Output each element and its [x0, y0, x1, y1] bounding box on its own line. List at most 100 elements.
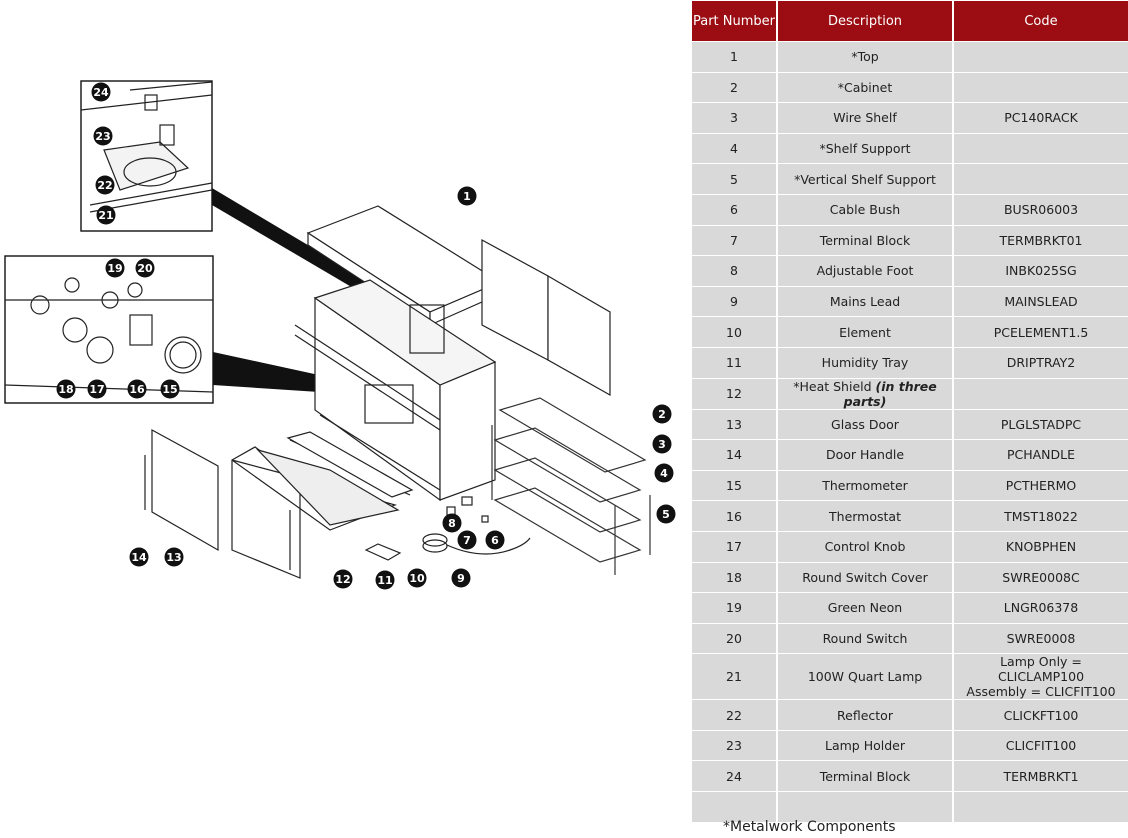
callout-marker — [457, 186, 477, 206]
description-cell: Mains Lead — [778, 286, 952, 317]
description-text: Reflector — [837, 707, 893, 723]
callout-3: 3 — [652, 434, 672, 454]
description-cell: Reflector — [778, 700, 952, 730]
code-text: BUSR06003 — [1003, 202, 1079, 218]
callout-label: 8 — [448, 517, 456, 530]
description-text: Terminal Block — [819, 768, 911, 784]
callout-marker — [407, 568, 427, 588]
callout-label: 6 — [491, 534, 499, 547]
callout-16: 16 — [127, 379, 147, 399]
part-number-cell: 2 — [692, 72, 776, 103]
callout-marker — [654, 463, 674, 483]
description-cell: Thermometer — [778, 470, 952, 501]
code-cell: PCHANDLE — [954, 440, 1128, 470]
part-number-cell: 15 — [692, 470, 776, 501]
callout-label: 1 — [463, 190, 471, 203]
callout-7: 7 — [457, 530, 477, 550]
callout-marker — [333, 569, 353, 589]
callout-label: 7 — [463, 534, 471, 547]
table-row: 23 Lamp Holder CLICFIT100 — [692, 730, 1128, 761]
table-row — [692, 792, 1128, 822]
code-cell — [954, 164, 1128, 194]
part-number-cell: 7 — [692, 225, 776, 256]
code-text: INBK025SG — [1005, 263, 1077, 279]
description-text: Cable Bush — [829, 202, 901, 218]
callout-label: 5 — [662, 508, 670, 521]
callout-18: 18 — [56, 379, 76, 399]
callout-marker — [127, 379, 147, 399]
callout-marker — [87, 379, 107, 399]
code-cell — [954, 792, 1128, 822]
callout-marker — [485, 530, 505, 550]
table-header-row: Part Number Description Code — [692, 1, 1128, 41]
description-text: *Vertical Shelf Support — [794, 171, 936, 187]
callout-12: 12 — [333, 569, 353, 589]
callout-13: 13 — [164, 547, 184, 567]
code-cell: PC140RACK — [954, 103, 1128, 133]
callout-8: 8 — [442, 513, 462, 533]
callout-11: 11 — [375, 570, 395, 590]
callout-label: 9 — [457, 572, 465, 585]
description-text: *Top — [851, 49, 879, 65]
callout-20: 20 — [135, 258, 155, 278]
description-text: Lamp Holder — [825, 738, 905, 754]
callout-marker — [652, 404, 672, 424]
description-cell: Adjustable Foot — [778, 256, 952, 286]
callout-15: 15 — [160, 379, 180, 399]
part-number-cell: 11 — [692, 347, 776, 378]
description-text: Control Knob — [824, 539, 906, 555]
description-cell: *Vertical Shelf Support — [778, 164, 952, 194]
callout-21: 21 — [96, 205, 116, 225]
callout-22: 22 — [95, 175, 115, 195]
callout-2: 2 — [652, 404, 672, 424]
callout-marker — [105, 258, 125, 278]
part-number-cell: 14 — [692, 440, 776, 470]
callout-label: 13 — [166, 551, 181, 564]
code-cell — [954, 133, 1128, 164]
callout-marker — [91, 82, 111, 102]
callout-marker — [457, 530, 477, 550]
code-cell: SWRE0008 — [954, 623, 1128, 654]
code-cell: INBK025SG — [954, 256, 1128, 286]
description-text: Mains Lead — [829, 294, 901, 310]
header-part-number: Part Number — [692, 1, 776, 41]
description-cell: Round Switch — [778, 623, 952, 654]
callout-marker — [129, 547, 149, 567]
description-text: Door Handle — [825, 447, 905, 463]
code-text: DRIPTRAY2 — [1006, 355, 1076, 371]
callout-label: 20 — [137, 262, 153, 275]
callout-marker — [95, 175, 115, 195]
code-cell: CLICKFT100 — [954, 700, 1128, 730]
table-row: 4*Shelf Support — [692, 133, 1128, 164]
callout-marker — [442, 513, 462, 533]
description-cell: *Cabinet — [778, 72, 952, 103]
code-cell: LNGR06378 — [954, 593, 1128, 623]
table-row: 5*Vertical Shelf Support — [692, 164, 1128, 194]
code-text: CLICFIT100 — [1005, 738, 1077, 754]
part-number-cell: 20 — [692, 623, 776, 654]
callout-label: 10 — [409, 572, 425, 585]
description-text: Element — [839, 324, 891, 340]
part-number-cell: 23 — [692, 730, 776, 761]
description-cell: Thermostat — [778, 501, 952, 531]
description-text: *Shelf Support — [819, 141, 911, 157]
description-text: Glass Door — [831, 416, 899, 432]
callout-marker — [451, 568, 471, 588]
part-number-cell: 9 — [692, 286, 776, 317]
callout-10: 10 — [407, 568, 427, 588]
table-row: 1*Top — [692, 42, 1128, 72]
code-cell: SWRE0008C — [954, 562, 1128, 593]
code-cell: CLICFIT100 — [954, 730, 1128, 761]
code-cell: PCTHERMO — [954, 470, 1128, 501]
header-description: Description — [778, 1, 952, 41]
callout-23: 23 — [93, 126, 113, 146]
description-text: Green Neon — [827, 600, 903, 616]
code-text: KNOBPHEN — [1005, 539, 1077, 555]
